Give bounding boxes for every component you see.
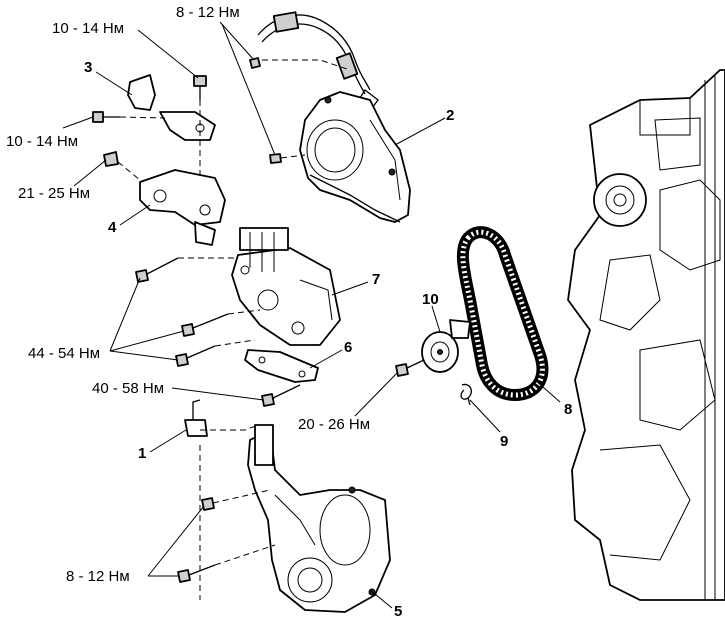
engine-mount-bracket-7	[231, 227, 341, 346]
bolts	[92, 57, 425, 600]
torque-label-top-left: 10 - 14 Нм	[52, 20, 124, 37]
torque-label-left: 10 - 14 Нм	[6, 133, 78, 150]
callout-8: 8	[564, 401, 572, 418]
callout-2: 2	[446, 107, 454, 124]
callout-5: 5	[394, 603, 402, 620]
callout-7: 7	[372, 271, 380, 288]
callout-4: 4	[108, 219, 117, 236]
wire-harness	[257, 11, 379, 109]
callout-6: 6	[344, 339, 352, 356]
torque-label-bottom: 8 - 12 Нм	[66, 568, 130, 585]
callout-3: 3	[84, 59, 92, 76]
torque-label-40-58: 40 - 58 Нм	[92, 380, 164, 397]
torque-label-20-26: 20 - 26 Нм	[298, 416, 370, 433]
tensioner-spring	[460, 383, 472, 406]
torque-label-44-54: 44 - 54 Нм	[28, 345, 100, 362]
upper-timing-cover	[299, 91, 411, 223]
tensioner-pulley	[421, 319, 471, 373]
torque-label-21-25: 21 - 25 Нм	[18, 185, 90, 202]
lower-timing-cover	[247, 424, 391, 613]
bracket-3	[127, 74, 216, 141]
callout-9: 9	[500, 433, 508, 450]
bracket-4	[139, 169, 226, 246]
engine-block	[567, 69, 725, 601]
sensor-part-1	[184, 399, 208, 437]
torque-label-top-center: 8 - 12 Нм	[176, 4, 240, 21]
leader-lines	[62, 21, 561, 609]
plate-6	[244, 349, 319, 383]
callout-1: 1	[138, 445, 146, 462]
callout-10: 10	[422, 291, 439, 308]
timing-belt	[456, 226, 549, 402]
